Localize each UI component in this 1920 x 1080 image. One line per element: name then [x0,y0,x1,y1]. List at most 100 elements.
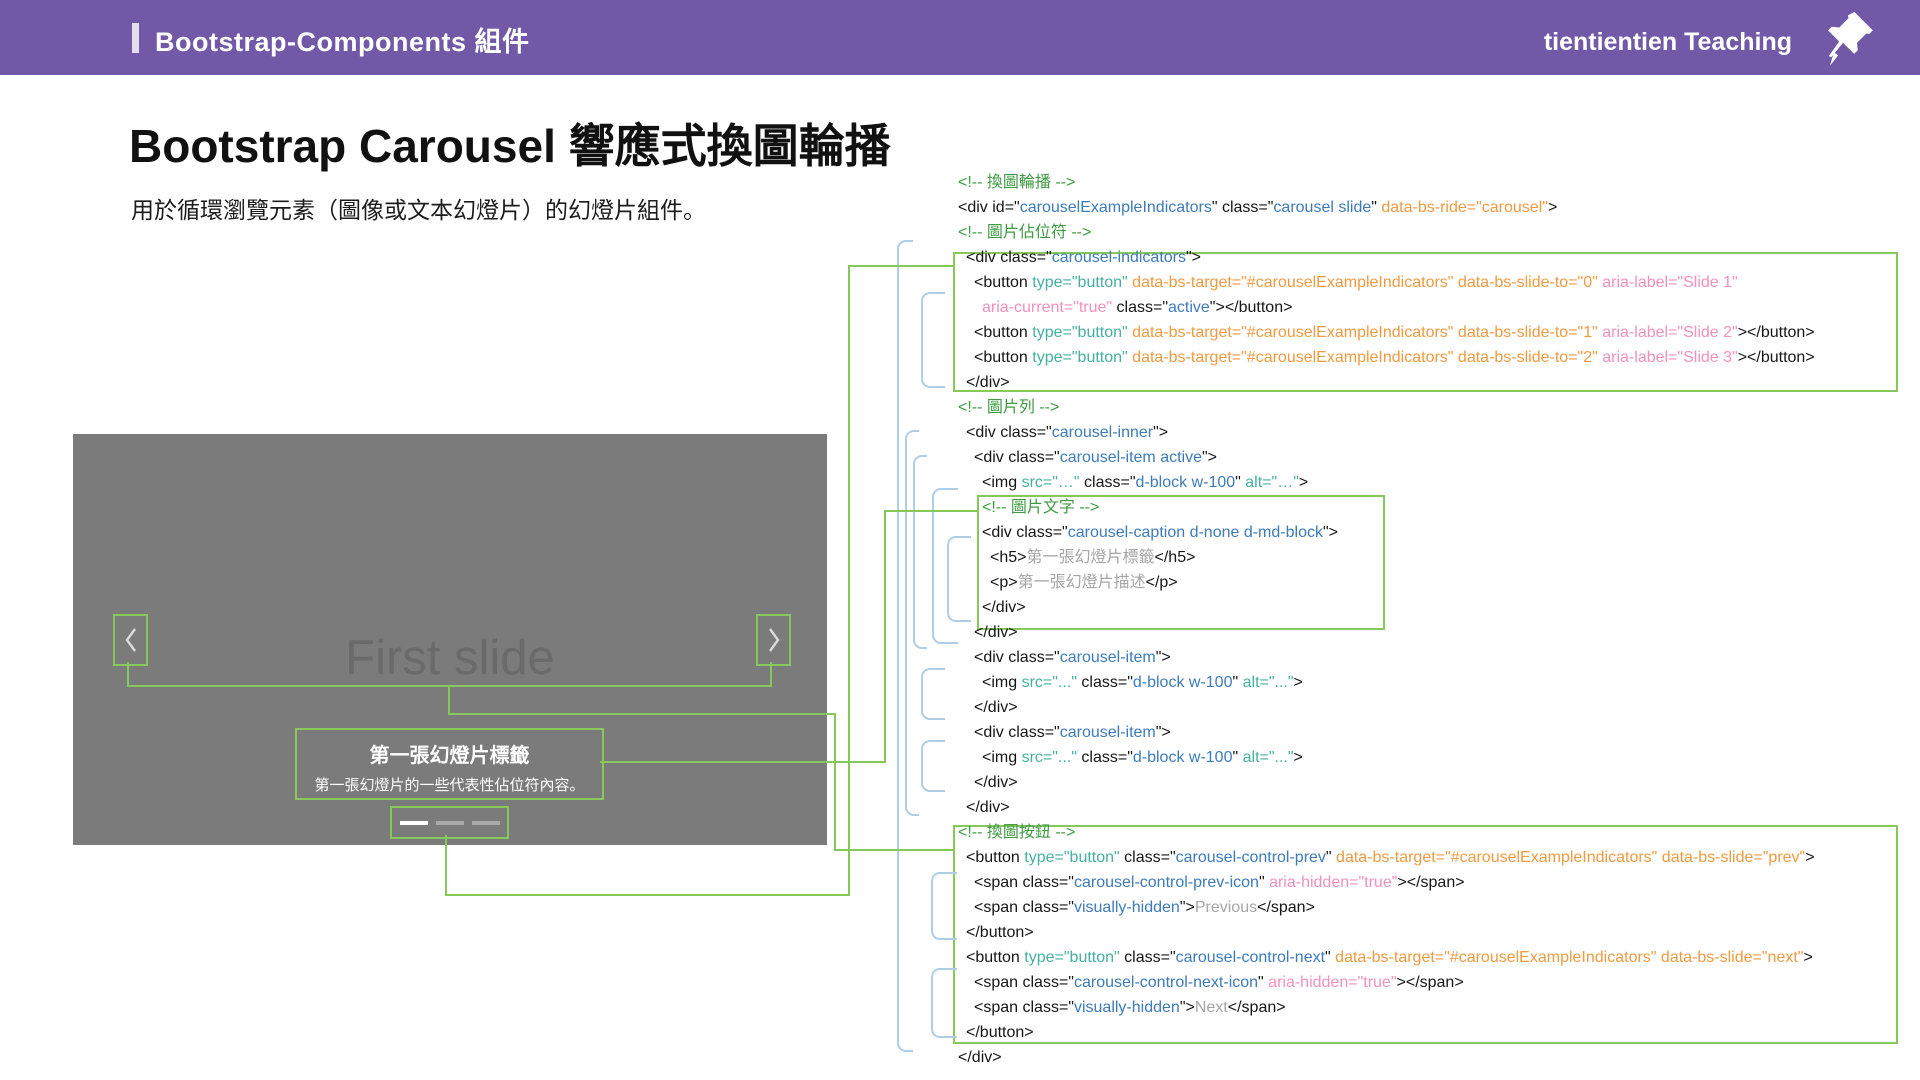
code-token: ></button> [1737,349,1815,366]
code-token: </button> [966,924,1034,941]
code-line: <button type="button" data-bs-target="#c… [958,270,1815,295]
code-line: <div class="carousel-item active"> [958,445,1815,470]
code-token: " [1258,874,1270,891]
code-line: <span class="carousel-control-next-icon"… [958,970,1815,995]
code-token: data-bs-target="#carouselExampleIndicato… [1132,274,1598,291]
code-line: </div> [958,770,1815,795]
chevron-left-icon [125,628,136,652]
code-token: class=" [1119,949,1176,966]
indicator-bar-3[interactable] [471,820,500,825]
code-token: ></span> [1397,874,1465,891]
carousel-preview: First slide 第一張幻燈片標籤 第一張幻燈片的一些代表性佔位符內容。 [73,434,827,845]
page-title: Bootstrap Carousel 響應式換圖輪播 [129,120,891,172]
annotation-box-caption [977,495,1385,630]
code-line: <button type="button" data-bs-target="#c… [958,345,1815,370]
code-line: <!-- 換圖按鈕 --> [958,820,1815,845]
indicator-bar-1[interactable] [399,820,428,825]
code-line: <div class="carousel-item"> [958,645,1815,670]
code-token: <button [974,274,1033,291]
code-token: alt="..." [1242,674,1294,691]
code-line: </div> [958,795,1815,820]
code-token: 第一張幻燈片描述 [1017,574,1146,591]
code-token: Next [1194,999,1228,1016]
code-token: <img [982,749,1022,766]
code-token: <div class=" [966,249,1052,266]
code-token: carousel-control-next [1175,949,1326,966]
code-line: <!-- 圖片文字 --> [958,495,1815,520]
code-token: <div class=" [974,449,1060,466]
code-token: carousel-control-prev [1175,849,1326,866]
carousel-prev-button[interactable] [113,614,148,666]
code-token: <span class=" [974,999,1074,1016]
code-token: data-bs-target="#carouselExampleIndicato… [1336,849,1806,866]
code-token: </h5> [1154,549,1196,566]
code-token: src="…" [1021,474,1080,491]
header-accent-bar [132,23,139,53]
app-header: Bootstrap-Components 組件 tientientien Tea… [0,0,1920,75]
code-token: <div id=" [958,199,1020,216]
code-token: " [1325,849,1337,866]
code-token: <span class=" [974,874,1074,891]
code-token: "> [1153,424,1169,441]
code-token: > [1293,674,1303,691]
code-token: > [1803,949,1813,966]
code-token: src="..." [1021,674,1077,691]
code-token: </button> [966,1024,1034,1041]
code-token: carousel-control-prev-icon [1073,874,1259,891]
code-token: ></span> [1396,974,1464,991]
code-token: " [1232,674,1243,691]
indicator-bar-2[interactable] [435,820,464,825]
code-token: Previous [1194,899,1258,916]
code-token: carousel-inner [1051,424,1154,441]
code-token: "> [1155,649,1171,666]
code-token: </div> [966,374,1010,391]
code-line: <!-- 圖片佔位符 --> [958,220,1815,245]
code-token: 第一張幻燈片標籤 [1026,549,1155,566]
code-bracket [921,292,945,388]
code-token: class=" [1112,299,1168,316]
carousel-next-button[interactable] [756,614,791,666]
code-token: " [1235,474,1246,491]
code-token: carousel slide [1273,199,1372,216]
code-line: aria-current="true" class="active"></but… [958,295,1815,320]
code-line: <p>第一張幻燈片描述</p> [958,570,1815,595]
code-line: <img src="..." class="d-block w-100" alt… [958,745,1815,770]
pushpin-icon [1828,12,1873,66]
code-token: type="button" [1032,324,1128,341]
code-token: <!-- 換圖輪播 --> [958,174,1076,191]
code-line: <button type="button" class="carousel-co… [958,845,1815,870]
code-token: > [1298,474,1309,491]
code-line: <div class="carousel-caption d-none d-md… [958,520,1815,545]
code-token: src="..." [1021,749,1077,766]
code-token: carousel-caption d-none d-md-block [1067,524,1323,541]
code-token: </div> [982,599,1026,616]
code-line: </div> [958,695,1815,720]
code-token: type="button" [1024,849,1120,866]
chevron-right-icon [768,628,779,652]
code-token: data-bs-ride="carousel" [1381,199,1548,216]
brand-name: tientientien Teaching [1543,28,1792,56]
code-line: <img src="..." class="d-block w-100" alt… [958,670,1815,695]
code-token: " [1325,949,1336,966]
code-bracket [931,968,957,1038]
code-token: <button [966,849,1025,866]
code-token: <span class=" [974,899,1074,916]
code-token: carousel-control-next-icon [1073,974,1259,991]
code-token: d-block w-100 [1132,749,1233,766]
code-token: <h5> [990,549,1027,566]
code-token: " [1232,749,1243,766]
code-token: "> [1179,899,1195,916]
code-token: ></button> [1737,324,1815,341]
code-token: class=" [1079,474,1136,491]
code-line: <span class="visually-hidden">Next</span… [958,995,1815,1020]
code-token: aria-label="Slide 3" [1602,349,1738,366]
code-token: <!-- 換圖按鈕 --> [958,824,1076,841]
code-token: <div class=" [966,424,1052,441]
code-token: <div class=" [982,524,1068,541]
code-line: <span class="carousel-control-prev-icon"… [958,870,1815,895]
code-token: type="button" [1032,349,1128,366]
code-token: data-bs-target="#carouselExampleIndicato… [1132,324,1598,341]
code-bracket [913,455,927,649]
code-token: </span> [1227,999,1286,1016]
code-line: <img src="…" class="d-block w-100" alt="… [958,470,1815,495]
